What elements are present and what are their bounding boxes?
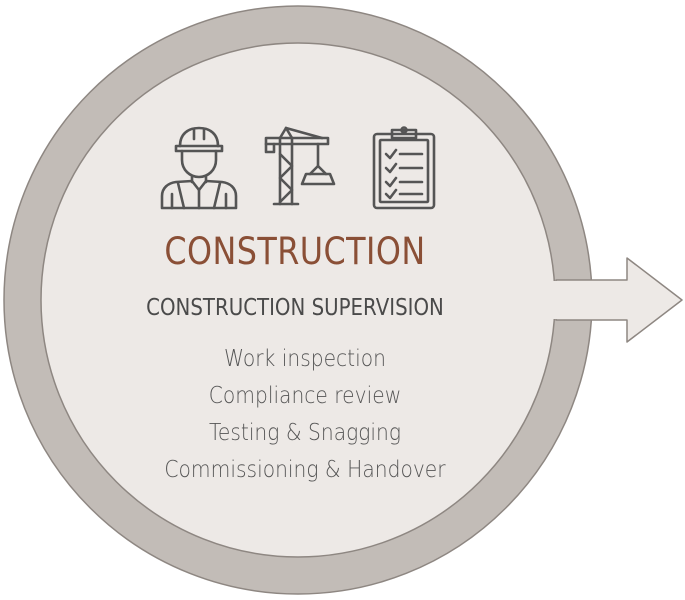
- icon-row: [158, 124, 440, 212]
- task-item: Testing & Snagging: [208, 420, 402, 446]
- phase-subtitle: CONSTRUCTION SUPERVISION: [146, 295, 444, 321]
- task-item: Compliance review: [208, 383, 402, 409]
- task-list: Work inspection Compliance review Testin…: [60, 341, 550, 489]
- crane-icon: [264, 126, 336, 206]
- next-phase-arrow: [555, 257, 683, 343]
- phase-title: CONSTRUCTION: [164, 230, 426, 273]
- checklist-clipboard-icon: [372, 126, 436, 210]
- task-item: Commissioning & Handover: [164, 457, 446, 483]
- worker-icon: [160, 126, 238, 210]
- task-item: Work inspection: [224, 346, 386, 372]
